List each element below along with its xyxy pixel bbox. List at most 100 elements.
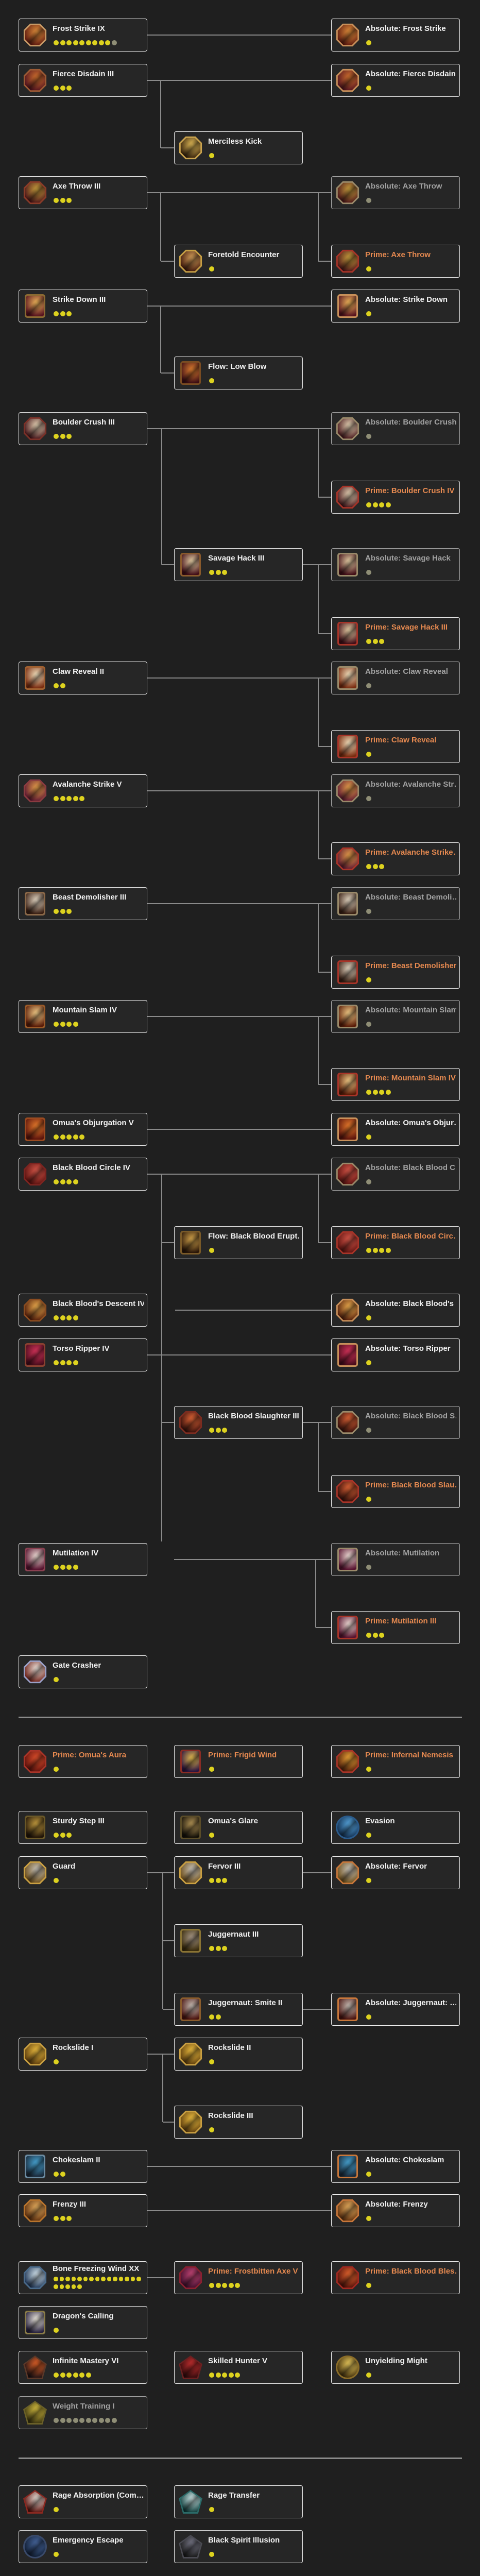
omuas-glare-node[interactable]: Omua's Glare [174,1811,303,1844]
torso-ripper-iv-node[interactable]: Torso Ripper IV [19,1338,147,1371]
avalanche-strike-v-node[interactable]: Avalanche Strike V [19,774,147,807]
savage-hack-iii-node[interactable]: Savage Hack III [174,548,303,581]
absolute-black-blood-circle-node[interactable]: Absolute: Black Blood C… [331,1158,460,1191]
connector-line [318,497,331,498]
chokeslam-ii-node[interactable]: Chokeslam II [19,2150,147,2183]
absolute-black-blood-slaughter-node[interactable]: Absolute: Black Blood S… [331,1406,460,1439]
absolute-strike-down-node[interactable]: Absolute: Strike Down [331,290,460,323]
absolute-fervor-node[interactable]: Absolute: Fervor [331,1856,460,1889]
foretold-encounter-node[interactable]: Foretold Encounter [174,245,303,278]
prime-frostbitten-axe-v-label: Prime: Frostbitten Axe V [208,2267,298,2276]
fierce-disdain-iii-node[interactable]: Fierce Disdain III [19,64,147,97]
rank-dots [366,909,371,914]
infinite-mastery-vi-node[interactable]: Infinite Mastery VI [19,2351,147,2384]
rank-dot-filled [209,2552,214,2557]
prime-mountain-slam-iv-node[interactable]: Prime: Mountain Slam IV [331,1068,460,1101]
rank-dot-filled [66,1360,72,1365]
absolute-boulder-crush-node[interactable]: Absolute: Boulder Crush [331,412,460,445]
prime-frigid-wind-node[interactable]: Prime: Frigid Wind [174,1745,303,1778]
black-spirit-illusion-node[interactable]: Black Spirit Illusion [174,2530,303,2563]
prime-infernal-nemesis-node[interactable]: Prime: Infernal Nemesis [331,1745,460,1778]
prime-omuas-aura-node[interactable]: Prime: Omua's Aura [19,1745,147,1778]
flow-black-blood-eruption-node[interactable]: Flow: Black Blood Erupt… [174,1226,303,1259]
absolute-frost-strike-label: Absolute: Frost Strike [365,24,446,33]
absolute-beast-demolisher-node[interactable]: Absolute: Beast Demoli… [331,887,460,920]
rockslide-ii-icon [179,2042,202,2066]
prime-savage-hack-iii-node[interactable]: Prime: Savage Hack III [331,617,460,650]
prime-boulder-crush-iv-node[interactable]: Prime: Boulder Crush IV [331,481,460,514]
dragons-calling-node[interactable]: Dragon's Calling [19,2306,147,2339]
juggernaut-smite-ii-node[interactable]: Juggernaut: Smite II [174,1993,303,2026]
rank-dot-filled [209,1833,214,1838]
juggernaut-iii-node[interactable]: Juggernaut III [174,1924,303,1957]
absolute-juggernaut-smite-label: Absolute: Juggernaut: … [365,1998,456,2007]
evasion-label: Evasion [365,1817,395,1825]
absolute-axe-throw-node[interactable]: Absolute: Axe Throw [331,176,460,209]
claw-reveal-ii-node[interactable]: Claw Reveal II [19,662,147,694]
sturdy-step-iii-node[interactable]: Sturdy Step III [19,1811,147,1844]
rank-dots [54,311,72,316]
absolute-omuas-objurgation-node[interactable]: Absolute: Omua's Objur… [331,1113,460,1146]
axe-throw-iii-node[interactable]: Axe Throw III [19,176,147,209]
prime-avalanche-strike-node[interactable]: Prime: Avalanche Strike… [331,842,460,875]
prime-black-blood-blessing-node[interactable]: Prime: Black Blood Bles… [331,2261,460,2294]
fervor-iii-node[interactable]: Fervor III [174,1856,303,1889]
rockslide-i-node[interactable]: Rockslide I [19,2038,147,2071]
rockslide-ii-node[interactable]: Rockslide II [174,2038,303,2071]
rage-transfer-node[interactable]: Rage Transfer [174,2485,303,2518]
unyielding-might-node[interactable]: Unyielding Might [331,2351,460,2384]
rank-dots [54,434,72,439]
omuas-objurgation-v-node[interactable]: Omua's Objurgation V [19,1113,147,1146]
rage-absorption-node[interactable]: Rage Absorption (Com… [19,2485,147,2518]
prime-black-blood-slaughter-node[interactable]: Prime: Black Blood Slau… [331,1475,460,1508]
merciless-kick-node[interactable]: Merciless Kick [174,131,303,164]
prime-mutilation-iii-node[interactable]: Prime: Mutilation III [331,1611,460,1644]
absolute-mutilation-node[interactable]: Absolute: Mutilation [331,1543,460,1576]
prime-black-blood-circle-node[interactable]: Prime: Black Blood Circ… [331,1226,460,1259]
gate-crasher-node[interactable]: Gate Crasher [19,1655,147,1688]
prime-beast-demolisher-node[interactable]: Prime: Beast Demolisher [331,956,460,989]
strike-down-iii-node[interactable]: Strike Down III [19,290,147,323]
rank-dots [209,378,214,383]
evasion-node[interactable]: Evasion [331,1811,460,1844]
absolute-chokeslam-node[interactable]: Absolute: Chokeslam [331,2150,460,2183]
absolute-savage-hack-icon [337,553,358,577]
absolute-mountain-slam-node[interactable]: Absolute: Mountain Slam [331,1000,460,1033]
mutilation-iv-node[interactable]: Mutilation IV [19,1543,147,1576]
absolute-black-bloods-descent-node[interactable]: Absolute: Black Blood's … [331,1294,460,1327]
absolute-avalanche-strike-node[interactable]: Absolute: Avalanche Str… [331,774,460,807]
mountain-slam-iv-node[interactable]: Mountain Slam IV [19,1000,147,1033]
absolute-juggernaut-smite-node[interactable]: Absolute: Juggernaut: … [331,1993,460,2026]
rockslide-iii-node[interactable]: Rockslide III [174,2106,303,2139]
beast-demolisher-iii-node[interactable]: Beast Demolisher III [19,887,147,920]
bone-freezing-wind-xx-node[interactable]: Bone Freezing Wind XX [19,2261,147,2294]
connector-line [318,565,319,634]
black-bloods-descent-iv-node[interactable]: Black Blood's Descent IV [19,1294,147,1327]
emergency-escape-node[interactable]: Emergency Escape [19,2530,147,2563]
absolute-frost-strike-node[interactable]: Absolute: Frost Strike [331,19,460,52]
connector-line [318,633,331,634]
absolute-claw-reveal-node[interactable]: Absolute: Claw Reveal [331,662,460,694]
prime-axe-throw-node[interactable]: Prime: Axe Throw [331,245,460,278]
guard-node[interactable]: Guard [19,1856,147,1889]
rank-dots [366,434,371,439]
black-blood-slaughter-iii-node[interactable]: Black Blood Slaughter III [174,1406,303,1439]
absolute-savage-hack-node[interactable]: Absolute: Savage Hack [331,548,460,581]
prime-frigid-wind-label: Prime: Frigid Wind [208,1751,277,1759]
skilled-hunter-v-node[interactable]: Skilled Hunter V [174,2351,303,2384]
weight-training-i-node[interactable]: Weight Training I [19,2396,147,2429]
rank-dot-filled [54,1134,59,1140]
frenzy-iii-node[interactable]: Frenzy III [19,2194,147,2227]
rank-dot-filled [54,2552,59,2557]
prime-claw-reveal-node[interactable]: Prime: Claw Reveal [331,730,460,763]
absolute-frenzy-node[interactable]: Absolute: Frenzy [331,2194,460,2227]
prime-frostbitten-axe-v-node[interactable]: Prime: Frostbitten Axe V [174,2261,303,2294]
flow-low-blow-node[interactable]: Flow: Low Blow [174,357,303,389]
rank-dot-filled [366,1633,371,1638]
black-blood-circle-iv-node[interactable]: Black Blood Circle IV [19,1158,147,1191]
absolute-avalanche-strike-label: Absolute: Avalanche Str… [365,780,456,789]
boulder-crush-iii-node[interactable]: Boulder Crush III [19,412,147,445]
absolute-fierce-disdain-node[interactable]: Absolute: Fierce Disdain [331,64,460,97]
frost-strike-ix-node[interactable]: Frost Strike IX [19,19,147,52]
absolute-torso-ripper-node[interactable]: Absolute: Torso Ripper [331,1338,460,1371]
